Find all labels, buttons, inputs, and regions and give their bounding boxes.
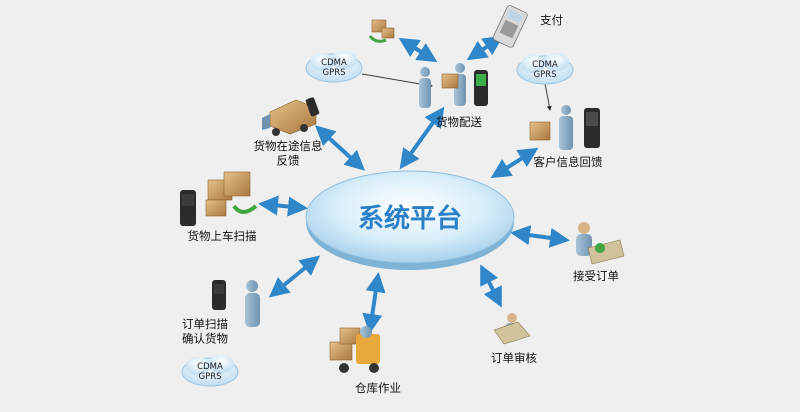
order-desk-icon xyxy=(576,222,625,265)
network-badge-line1: CDMA xyxy=(321,58,347,68)
loading-scanner-icon xyxy=(180,190,196,226)
node-labels: 支付 货物配送 货物在途信息反馈 客户信息回馈 货物上车扫描 接受订单 订单扫描… xyxy=(182,13,619,395)
delivery-truck-icon xyxy=(262,99,317,136)
network-badge-line2: GPRS xyxy=(322,68,345,78)
label-warehouse-ops: 仓库作业 xyxy=(355,381,401,395)
hub-label: 系统平台 xyxy=(358,203,462,234)
handheld-scanner-icon xyxy=(474,70,488,106)
arrow-order-review xyxy=(480,264,502,308)
mobile-phone-icon xyxy=(305,97,320,117)
arrow-loading-scan xyxy=(258,195,308,217)
arrow-order-scan xyxy=(268,255,321,298)
network-badge-line2: GPRS xyxy=(198,372,221,382)
order-review-icon xyxy=(493,313,531,345)
arrow-goods-delivery xyxy=(399,106,445,170)
stacked-boxes-icon xyxy=(205,171,258,217)
order-scan-phone-icon xyxy=(212,280,226,310)
arrow-top-box xyxy=(398,37,438,63)
arrow-customer-feedback xyxy=(490,147,539,179)
arrow-payment xyxy=(466,35,504,61)
label-payment: 支付 xyxy=(540,13,563,27)
system-platform-hub: 系统平台 xyxy=(305,170,515,270)
label-customer-feedback: 客户信息回馈 xyxy=(534,155,603,169)
package-return-icon xyxy=(368,19,395,43)
network-badge-line1: CDMA xyxy=(197,362,223,372)
network-badge-right: CDMA GPRS xyxy=(516,53,574,85)
network-badge-top: CDMA GPRS xyxy=(305,51,363,83)
arrow-transit-feedback xyxy=(315,125,365,171)
label-order-review: 订单审核 xyxy=(491,351,537,365)
connector-arrows xyxy=(258,35,570,334)
network-badge-bottom: CDMA GPRS xyxy=(181,355,239,387)
arrow-accept-order xyxy=(510,225,570,248)
customer-receiving-icon xyxy=(529,105,573,150)
arrow-warehouse xyxy=(362,272,386,334)
network-badge-line1: CDMA xyxy=(532,60,558,70)
label-loading-scan: 货物上车扫描 xyxy=(188,229,257,243)
label-goods-delivery: 货物配送 xyxy=(436,115,482,129)
handheld-terminal-icon xyxy=(584,108,600,148)
label-order-scan-confirm: 订单扫描确认货物 xyxy=(182,317,228,345)
label-accept-order: 接受订单 xyxy=(573,269,619,283)
network-badge-line2: GPRS xyxy=(533,70,556,80)
worker-person-icon xyxy=(245,280,260,327)
label-transit-feedback: 货物在途信息反馈 xyxy=(254,139,323,167)
payment-terminal-icon xyxy=(492,5,528,48)
delivery-people-icon xyxy=(419,63,466,108)
forklift-icon xyxy=(329,326,380,373)
